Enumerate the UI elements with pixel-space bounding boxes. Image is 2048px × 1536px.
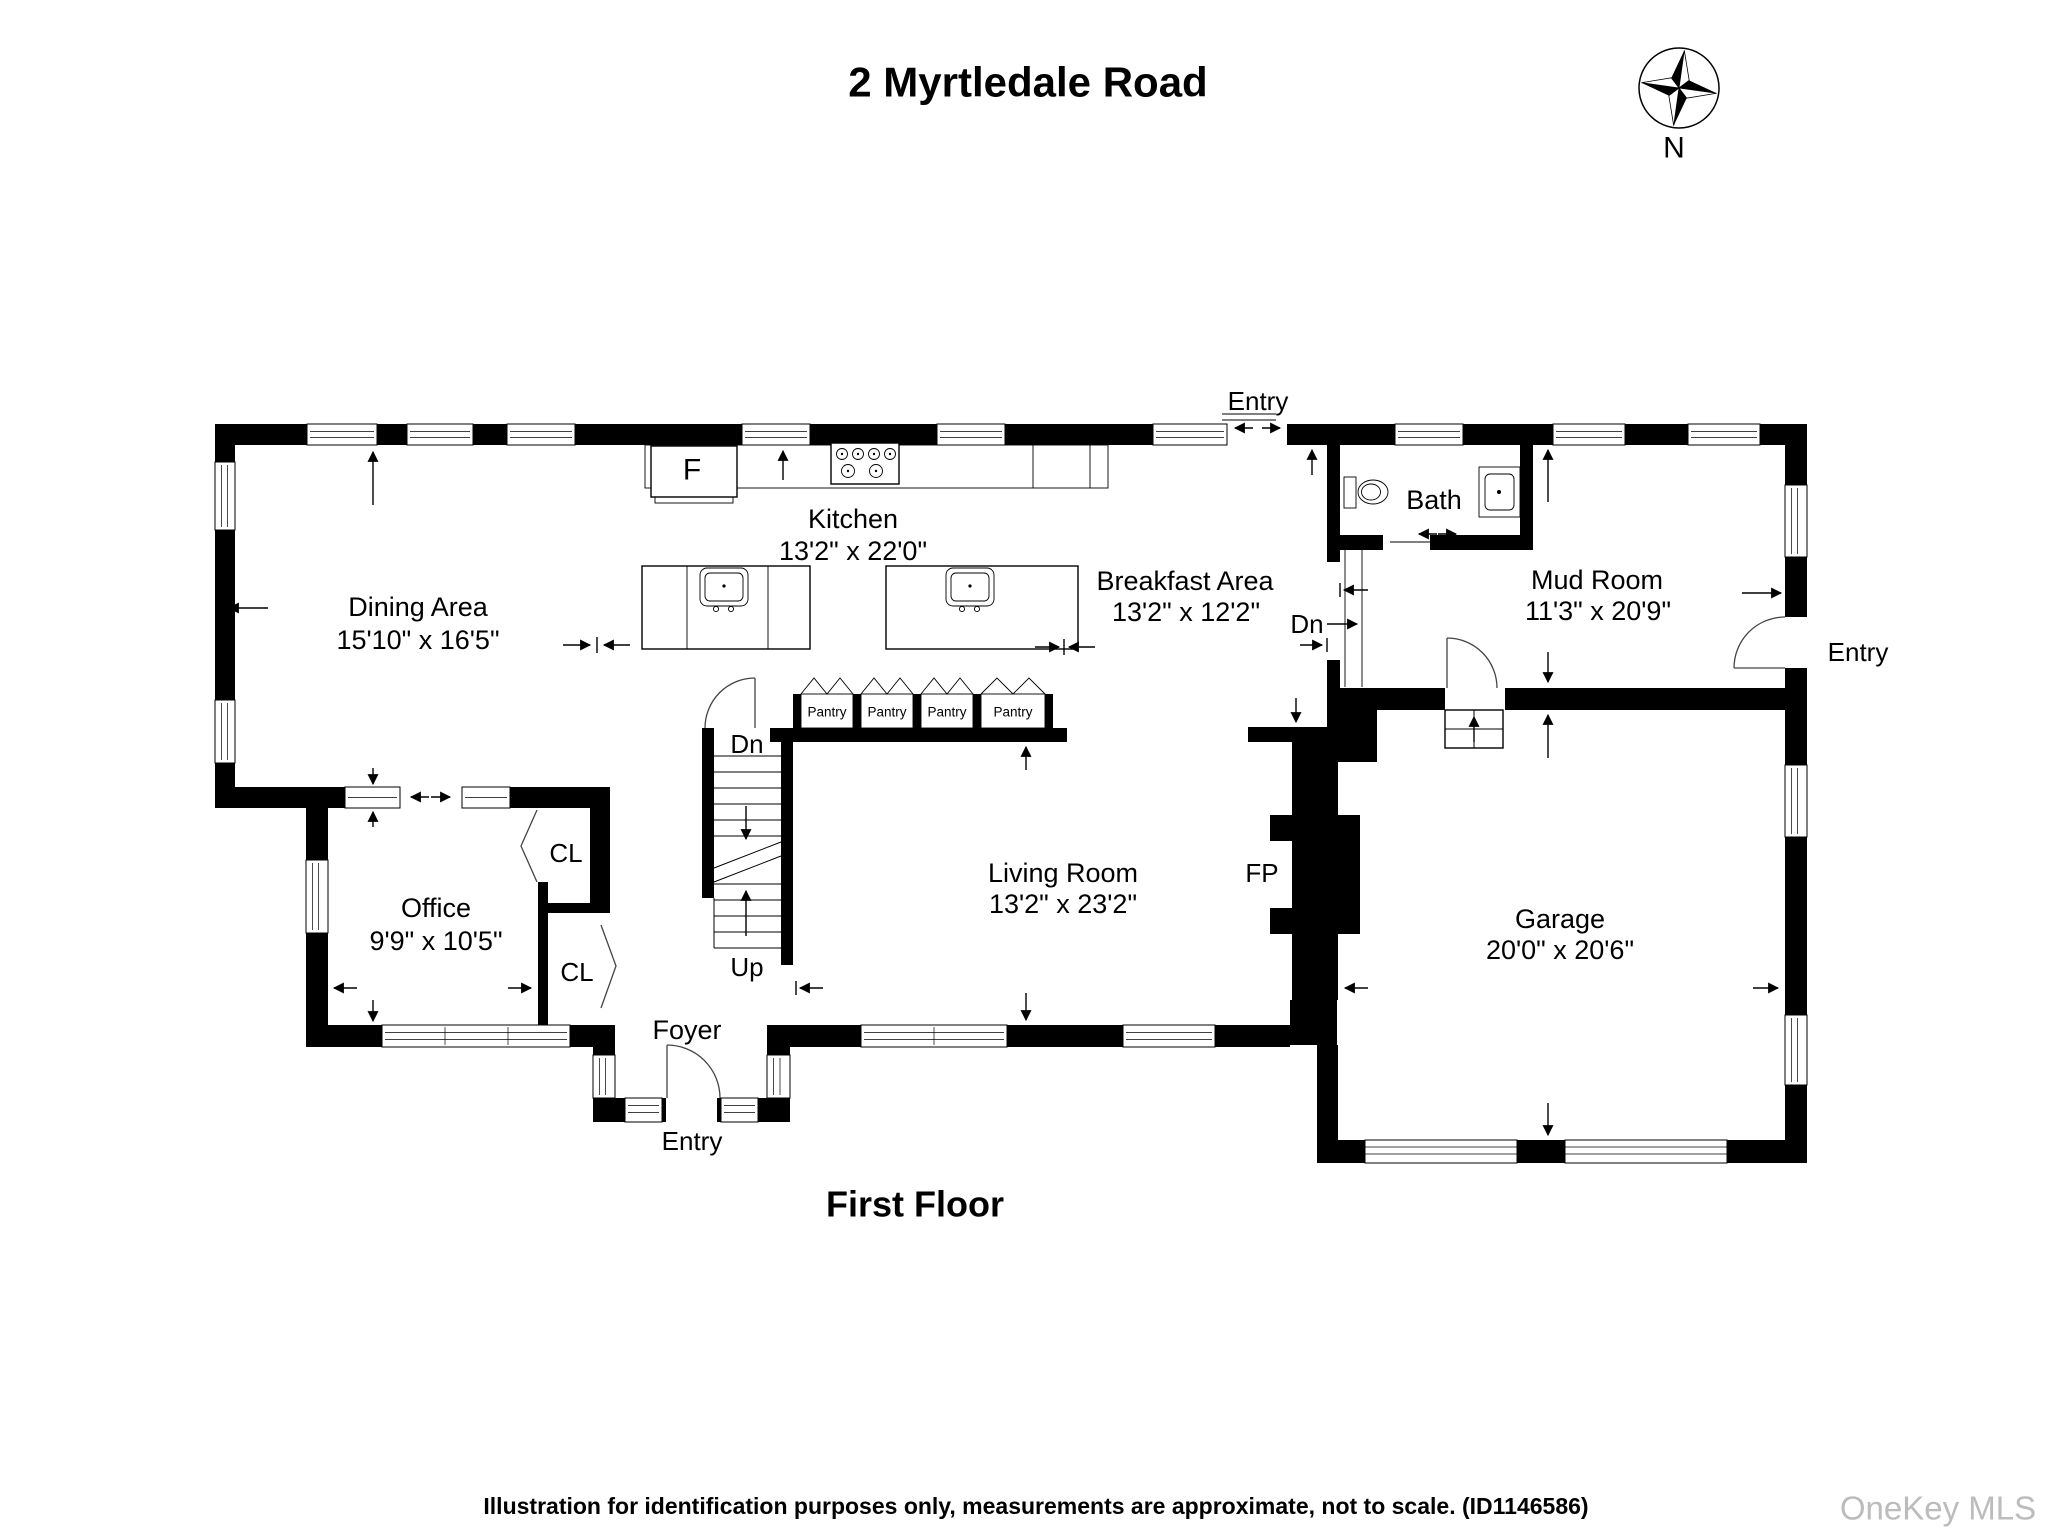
window: [214, 461, 236, 531]
kitchen-island: [641, 565, 811, 650]
window: [1784, 484, 1808, 558]
living-room-dims: 13'2" x 23'2": [989, 889, 1137, 919]
window: [214, 699, 236, 764]
window: [1152, 423, 1228, 446]
breakfast-area-dims: 13'2" x 12'2": [1112, 597, 1260, 627]
sink-icon: [945, 567, 995, 613]
cased-opening: [344, 786, 401, 809]
kitchen-island: [885, 565, 1079, 650]
labels: 2 Myrtledale Road Dining Area 15'10" x 1…: [336, 59, 2036, 1527]
door: [704, 677, 756, 729]
windows: [214, 423, 1808, 1164]
sink-icon: [699, 567, 749, 613]
garage-door: [1564, 1139, 1728, 1164]
window: [381, 1024, 571, 1048]
entry-right-label: Entry: [1828, 637, 1889, 667]
door: [1733, 616, 1786, 669]
pantry-label-2: Pantry: [867, 705, 906, 720]
mud-room-dims: 11'3" x 20'9": [1525, 596, 1671, 626]
window: [1122, 1024, 1216, 1048]
window: [1687, 423, 1761, 446]
garage-door: [1364, 1139, 1518, 1164]
pantry-cabinets: [793, 677, 1053, 730]
garage-dims: 20'0" x 20'6": [1486, 935, 1634, 965]
closet-label-2: CL: [560, 957, 593, 987]
closet-label-1: CL: [549, 838, 582, 868]
foyer-label: Foyer: [652, 1015, 721, 1045]
window: [306, 423, 378, 446]
entry-bottom-label: Entry: [662, 1126, 723, 1156]
office-dims: 9'9" x 10'5": [369, 926, 502, 956]
living-room-label: Living Room: [988, 858, 1138, 888]
interior-walls: [215, 445, 1533, 1025]
compass-north-label: N: [1663, 132, 1685, 165]
dining-area-label: Dining Area: [348, 592, 489, 622]
steps-down-label: Dn: [1290, 609, 1323, 639]
doors: [520, 413, 1786, 1099]
window: [1394, 423, 1464, 446]
exterior-walls: [215, 424, 1807, 1163]
refrigerator-label: F: [683, 454, 701, 487]
disclaimer-text: Illustration for identification purposes…: [483, 1493, 1588, 1519]
fireplace-label: FP: [1245, 858, 1278, 888]
floor-title: First Floor: [826, 1184, 1004, 1225]
bath-sink-icon: [1478, 466, 1521, 518]
window: [506, 423, 576, 446]
kitchen-dims: 13'2" x 22'0": [779, 536, 927, 566]
dimension-arrows: [227, 422, 1783, 1137]
window: [720, 1097, 759, 1123]
garage-label: Garage: [1515, 904, 1605, 934]
bath-label: Bath: [1406, 485, 1462, 515]
refrigerator-icon: [650, 445, 738, 504]
bifold-door: [520, 809, 538, 883]
door: [666, 1044, 721, 1099]
entry-top-label: Entry: [1228, 386, 1289, 416]
window: [406, 423, 474, 446]
cased-opening: [461, 786, 511, 809]
toilet-icon: [1343, 476, 1389, 509]
window: [1784, 1014, 1808, 1086]
window: [741, 423, 811, 446]
window: [624, 1097, 663, 1123]
dining-area-dims: 15'10" x 16'5": [336, 625, 499, 655]
window: [766, 1054, 791, 1099]
bifold-door: [600, 924, 617, 1009]
window: [592, 1054, 616, 1099]
watermark: OneKey MLS: [1840, 1490, 2036, 1527]
bath-fixtures: [1343, 466, 1521, 518]
window: [1552, 423, 1626, 446]
breakfast-area-label: Breakfast Area: [1096, 566, 1274, 596]
window: [860, 1024, 1008, 1048]
pantry-label-1: Pantry: [807, 705, 846, 720]
compass-rose-icon: [1638, 47, 1720, 129]
pantry-label-3: Pantry: [927, 705, 966, 720]
page-title: 2 Myrtledale Road: [848, 59, 1207, 106]
stairs-down-label: Dn: [730, 729, 763, 759]
mud-room-label: Mud Room: [1531, 565, 1663, 595]
pantry-label-4: Pantry: [993, 705, 1032, 720]
door: [1446, 637, 1498, 689]
window: [936, 423, 1006, 446]
kitchen-fixtures: [641, 442, 1109, 650]
stove-icon: [830, 442, 900, 485]
window: [305, 859, 329, 934]
kitchen-label: Kitchen: [808, 504, 898, 534]
office-label: Office: [401, 893, 471, 923]
window: [1784, 764, 1808, 838]
stairs-up-label: Up: [730, 952, 763, 982]
